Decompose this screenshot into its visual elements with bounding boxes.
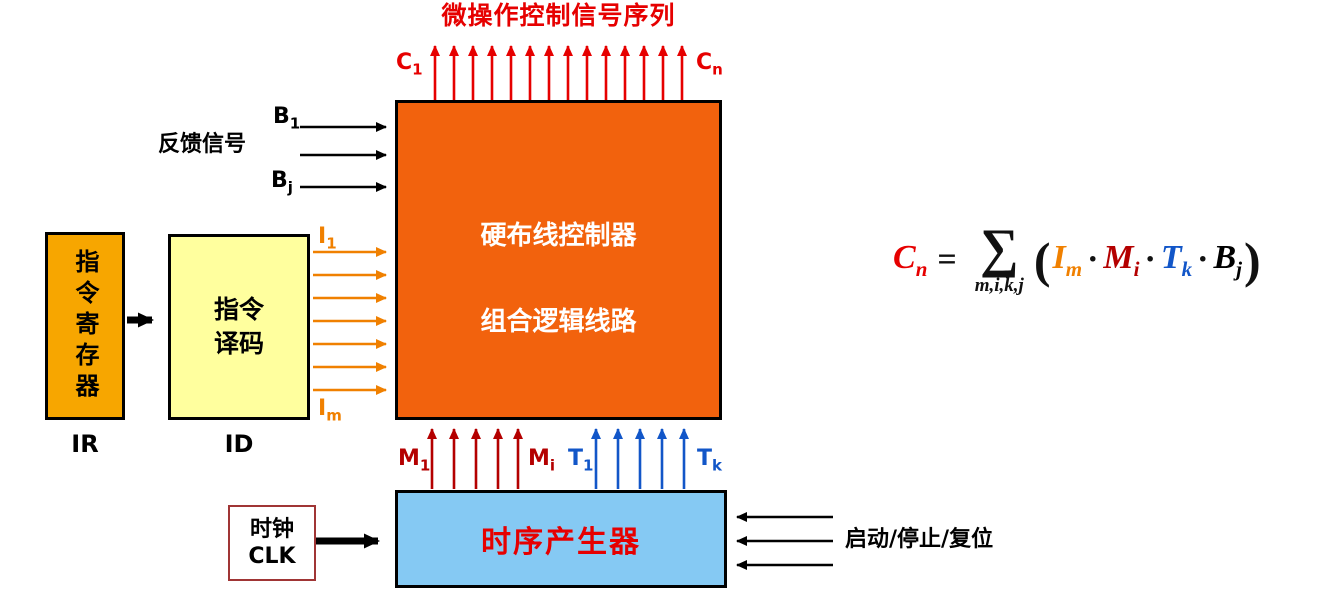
signal-label-m1: M1	[398, 446, 431, 475]
timing-generator-text: 时序产生器	[481, 525, 641, 560]
start-stop-reset-label: 启动/停止/复位	[845, 527, 994, 552]
signal-label-b1: B1	[273, 104, 301, 133]
formula-term-tk: Tk	[1160, 238, 1193, 281]
output-signal-arrows	[430, 45, 687, 100]
formula-equals: =	[937, 241, 957, 279]
control-input-arrows	[736, 512, 833, 570]
m-signal-arrows	[427, 428, 523, 489]
controller-box-line1: 硬布线控制器	[480, 221, 637, 251]
feedback-signal-arrows	[300, 122, 387, 192]
id-abbrev-label: ID	[224, 430, 254, 458]
signal-label-im: Im	[318, 396, 342, 425]
t-signal-arrows	[591, 428, 689, 489]
ir-abbrev-label: IR	[71, 430, 99, 458]
control-signal-formula: Cn = ∑ m,i,k,j ( Im · Mi · Tk · Bj )	[893, 218, 1263, 297]
formula-dot: ·	[1087, 241, 1099, 279]
formula-summation: ∑ m,i,k,j	[974, 218, 1024, 297]
formula-open-paren: (	[1033, 232, 1051, 289]
diagram-title: 微操作控制信号序列	[441, 1, 676, 30]
controller-box-line2: 组合逻辑线路	[480, 307, 637, 337]
sigma-symbol: ∑	[980, 218, 1019, 278]
signal-label-i1: I1	[318, 224, 337, 253]
instruction-register-box: 指令寄存器	[45, 232, 125, 420]
instruction-register-text: 指令寄存器	[71, 248, 99, 404]
clock-text-line1: 时钟	[249, 516, 294, 542]
signal-label-t1: T1	[568, 446, 594, 475]
signal-label-tk: Tk	[697, 446, 722, 475]
signal-label-bj: Bj	[271, 168, 293, 197]
clock-box: 时钟 CLK	[228, 505, 316, 581]
formula-term-mi: Mi	[1103, 238, 1140, 281]
formula-lhs: Cn	[893, 238, 928, 281]
decoder-text-line1: 指令	[213, 295, 264, 325]
feedback-signal-label: 反馈信号	[158, 132, 247, 157]
formula-dot: ·	[1144, 241, 1156, 279]
signal-label-c1: C1	[396, 50, 423, 79]
formula-term-bj: Bj	[1213, 238, 1242, 281]
clock-text-line2: CLK	[248, 544, 296, 569]
instruction-decoder-box: 指令 译码	[168, 234, 310, 420]
decoder-text-line2: 译码	[213, 329, 264, 358]
sigma-subscript: m,i,k,j	[974, 274, 1024, 296]
timing-generator-box: 时序产生器	[395, 490, 727, 588]
signal-label-cn: Cn	[696, 50, 723, 79]
formula-term-im: Im	[1052, 238, 1083, 281]
hardwired-controller-box: 硬布线控制器 组合逻辑线路	[395, 100, 722, 420]
signal-label-mi: Mi	[528, 446, 556, 475]
decoded-instruction-arrows	[313, 247, 387, 395]
formula-dot: ·	[1197, 241, 1209, 279]
formula-close-paren: )	[1244, 232, 1261, 289]
